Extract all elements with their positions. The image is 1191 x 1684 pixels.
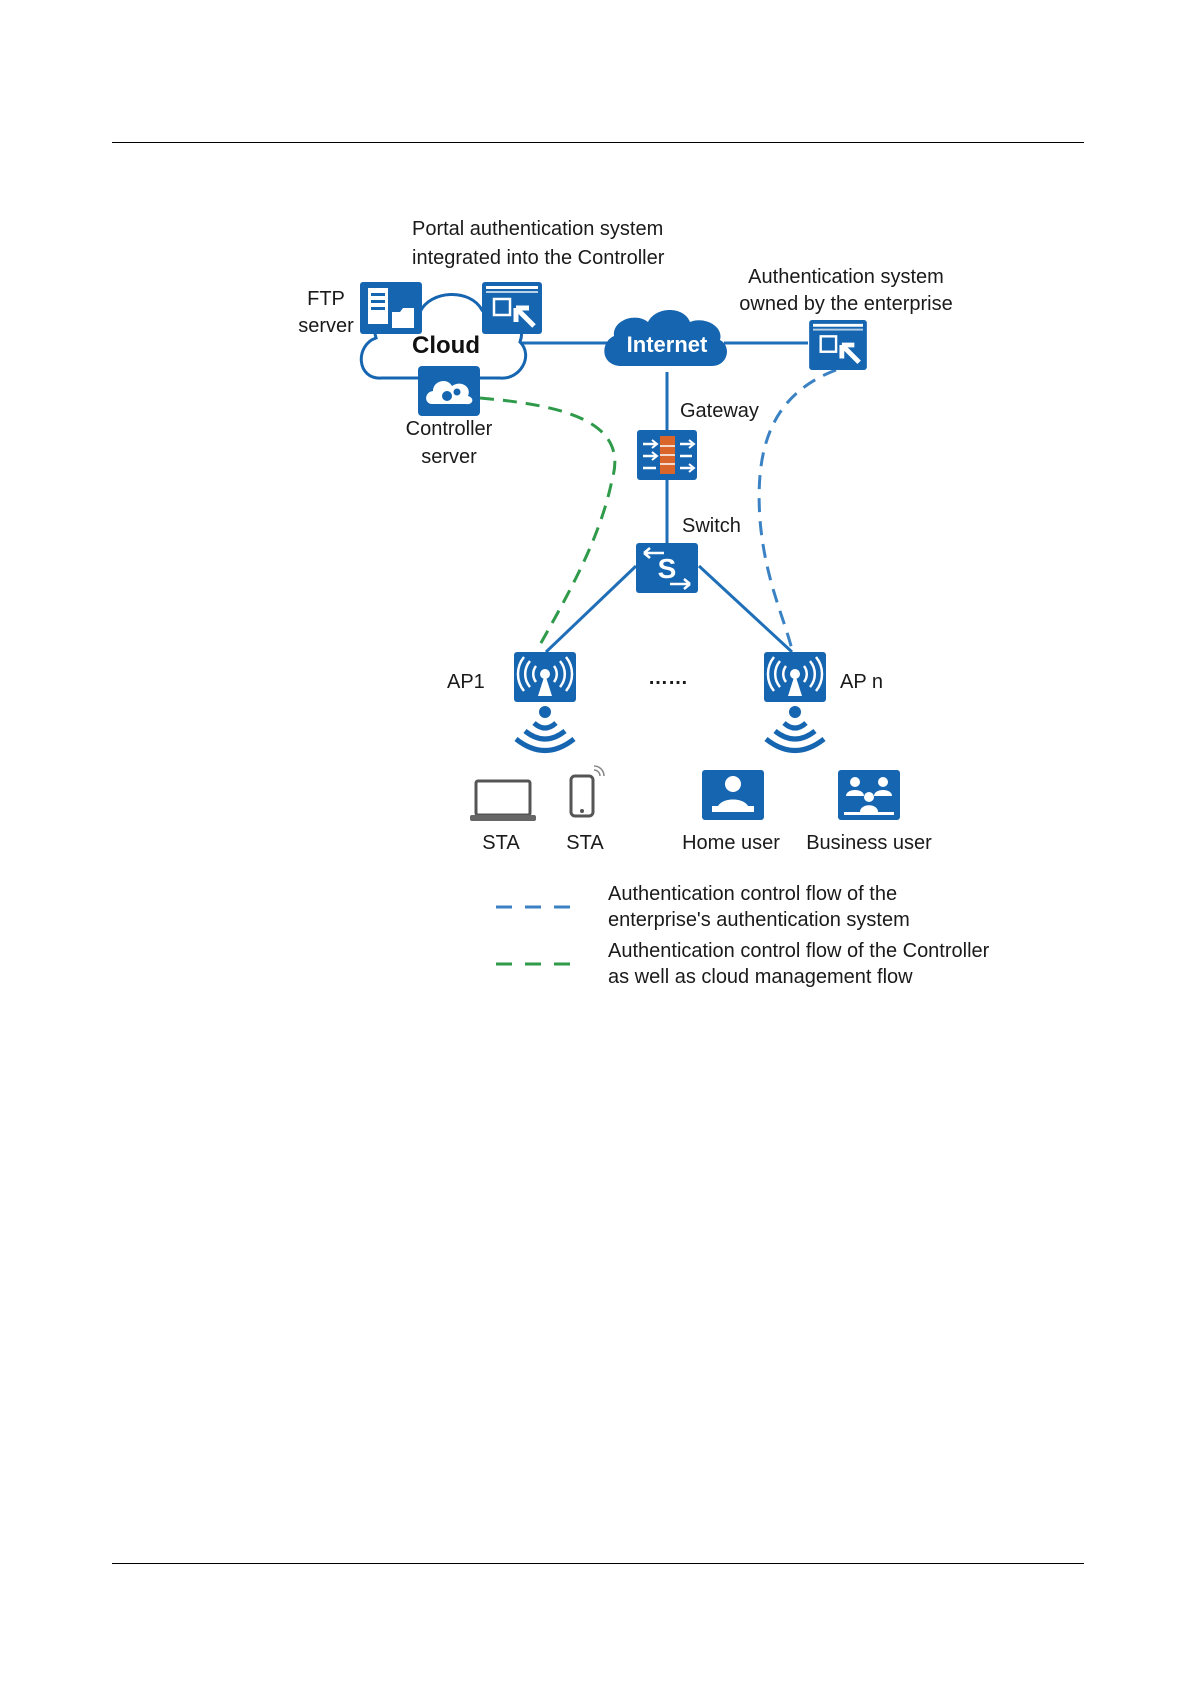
home-user-icon bbox=[702, 770, 764, 820]
portal-label-line2: integrated into the Controller bbox=[412, 247, 665, 269]
switch-icon: S bbox=[636, 543, 698, 593]
ap1-icon bbox=[514, 652, 576, 702]
cloud-label: Cloud bbox=[412, 332, 480, 359]
legend-green-line2: as well as cloud management flow bbox=[608, 966, 913, 988]
auth-label-line2: owned by the enterprise bbox=[739, 293, 952, 315]
smartphone-icon bbox=[569, 765, 605, 818]
link-switch-apn bbox=[697, 564, 794, 654]
switch-label: Switch bbox=[682, 515, 741, 537]
auth-label-line1: Authentication system bbox=[748, 266, 944, 288]
footer-rule bbox=[112, 1563, 1084, 1564]
header-rule bbox=[112, 142, 1084, 143]
business-user-icon bbox=[838, 770, 900, 820]
laptop-icon bbox=[470, 779, 536, 821]
portal-label-line1: Portal authentication system bbox=[412, 218, 663, 240]
switch-glyph: S bbox=[658, 553, 677, 584]
sta2-label: STA bbox=[566, 832, 604, 854]
internet-node: Internet bbox=[604, 310, 727, 366]
auth-server-icon bbox=[809, 320, 867, 370]
ap1-label: AP1 bbox=[447, 671, 485, 693]
apn-icon bbox=[764, 652, 826, 702]
legend-blue-line1: Authentication control flow of the bbox=[608, 883, 897, 905]
apn-wifi-icon bbox=[766, 706, 824, 751]
apn-label: AP n bbox=[840, 671, 883, 693]
controller-flow-path bbox=[479, 396, 617, 651]
controller-label-line2: server bbox=[421, 446, 477, 468]
enterprise-flow-path bbox=[757, 368, 837, 651]
controller-label-line1: Controller bbox=[406, 418, 493, 440]
link-switch-ap1 bbox=[544, 564, 638, 654]
ftp-label-line2: server bbox=[298, 315, 354, 337]
ap-ellipsis: …… bbox=[648, 667, 688, 689]
ftp-label-line1: FTP bbox=[307, 288, 345, 310]
business-user-label: Business user bbox=[806, 832, 932, 854]
ap1-wifi-icon bbox=[516, 706, 574, 751]
links bbox=[520, 341, 808, 654]
gateway-label: Gateway bbox=[680, 400, 759, 422]
internet-cloud-icon bbox=[604, 310, 727, 366]
cloud-controller-icon bbox=[418, 366, 480, 416]
portal-auth-server-icon bbox=[482, 282, 542, 334]
internet-label: Internet bbox=[627, 332, 708, 357]
legend: Authentication control flow of the enter… bbox=[496, 883, 990, 988]
legend-blue-line2: enterprise's authentication system bbox=[608, 909, 910, 931]
legend-green-line1: Authentication control flow of the Contr… bbox=[608, 940, 990, 962]
sta1-label: STA bbox=[482, 832, 520, 854]
ftp-server-icon bbox=[360, 282, 422, 334]
home-user-label: Home user bbox=[682, 832, 780, 854]
firewall-gateway-icon bbox=[637, 430, 697, 480]
